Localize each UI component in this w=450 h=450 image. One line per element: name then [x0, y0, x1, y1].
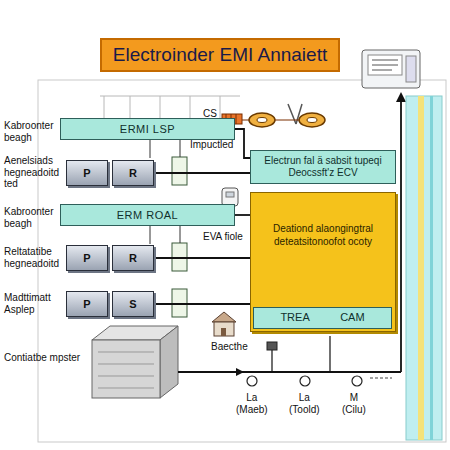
node-text: ERM ROAL — [117, 209, 178, 221]
wire-connector — [154, 257, 250, 259]
device-box: P — [66, 245, 108, 271]
fence-lines — [100, 96, 240, 118]
text-label: CS — [203, 108, 217, 120]
node-text: P — [83, 167, 90, 179]
text-label: Impuctled — [190, 139, 233, 151]
house-icon — [212, 312, 236, 336]
text-label: Kabroonter beagh — [4, 120, 53, 143]
wire-connector — [235, 129, 250, 158]
node-text: R — [129, 252, 137, 264]
diagram-title: Electroinder EMI Annaiett — [100, 38, 340, 72]
text-label: EVA fiole — [203, 231, 243, 243]
text-label: M (Cilu) — [342, 392, 366, 415]
bus-bar: ERMI LSP — [60, 118, 235, 140]
text-label: Reltatatibe hegneadoitd — [4, 246, 59, 269]
sub-unit-box: TREA CAM — [253, 307, 392, 329]
main-unit-box: Deationd alaongingtral deteatsitonoofot … — [250, 192, 396, 332]
device-box: R — [112, 245, 154, 271]
node-text: TREA CAM — [280, 311, 364, 325]
text-label: Aenelsiads hegneadoitd ted — [4, 155, 59, 190]
device-box: R — [112, 160, 154, 186]
device-box: P — [66, 160, 108, 186]
outer-frame — [38, 80, 446, 442]
text-label: Kabroonter beagh — [4, 206, 53, 229]
process-box: Electrun fal ä sabsit tupeqi Deocssft'z … — [250, 150, 396, 184]
wire-connector — [154, 303, 250, 305]
side-modules — [150, 140, 187, 317]
wire-connector — [154, 172, 250, 174]
node-text: Electrun fal ä sabsit tupeqi Deocssft'z … — [255, 155, 391, 179]
bus-bar: ERM ROAL — [60, 204, 235, 226]
device-box: P — [66, 291, 108, 317]
wire-connector — [235, 214, 250, 216]
node-text: R — [129, 167, 137, 179]
monitor-icon — [362, 50, 420, 88]
device-box: S — [112, 291, 154, 317]
striped-bar — [406, 96, 442, 440]
node-text: Deationd alaongingtral deteatsitonoofot … — [257, 223, 389, 248]
text-label: La (Toold) — [289, 392, 320, 415]
text-label: La (Maeb) — [236, 392, 268, 415]
coil-symbols — [222, 104, 325, 127]
node-text: P — [83, 252, 90, 264]
component-symbols — [247, 376, 392, 386]
server-cabinet — [92, 326, 178, 398]
text-label: Contiatbe mpster — [4, 352, 80, 364]
node-text: ERMI LSP — [120, 123, 175, 135]
node-text: S — [129, 298, 136, 310]
text-label: Madttimatt Asplep — [4, 292, 51, 315]
node-text: P — [83, 298, 90, 310]
text-label: Baecthe — [211, 341, 248, 353]
